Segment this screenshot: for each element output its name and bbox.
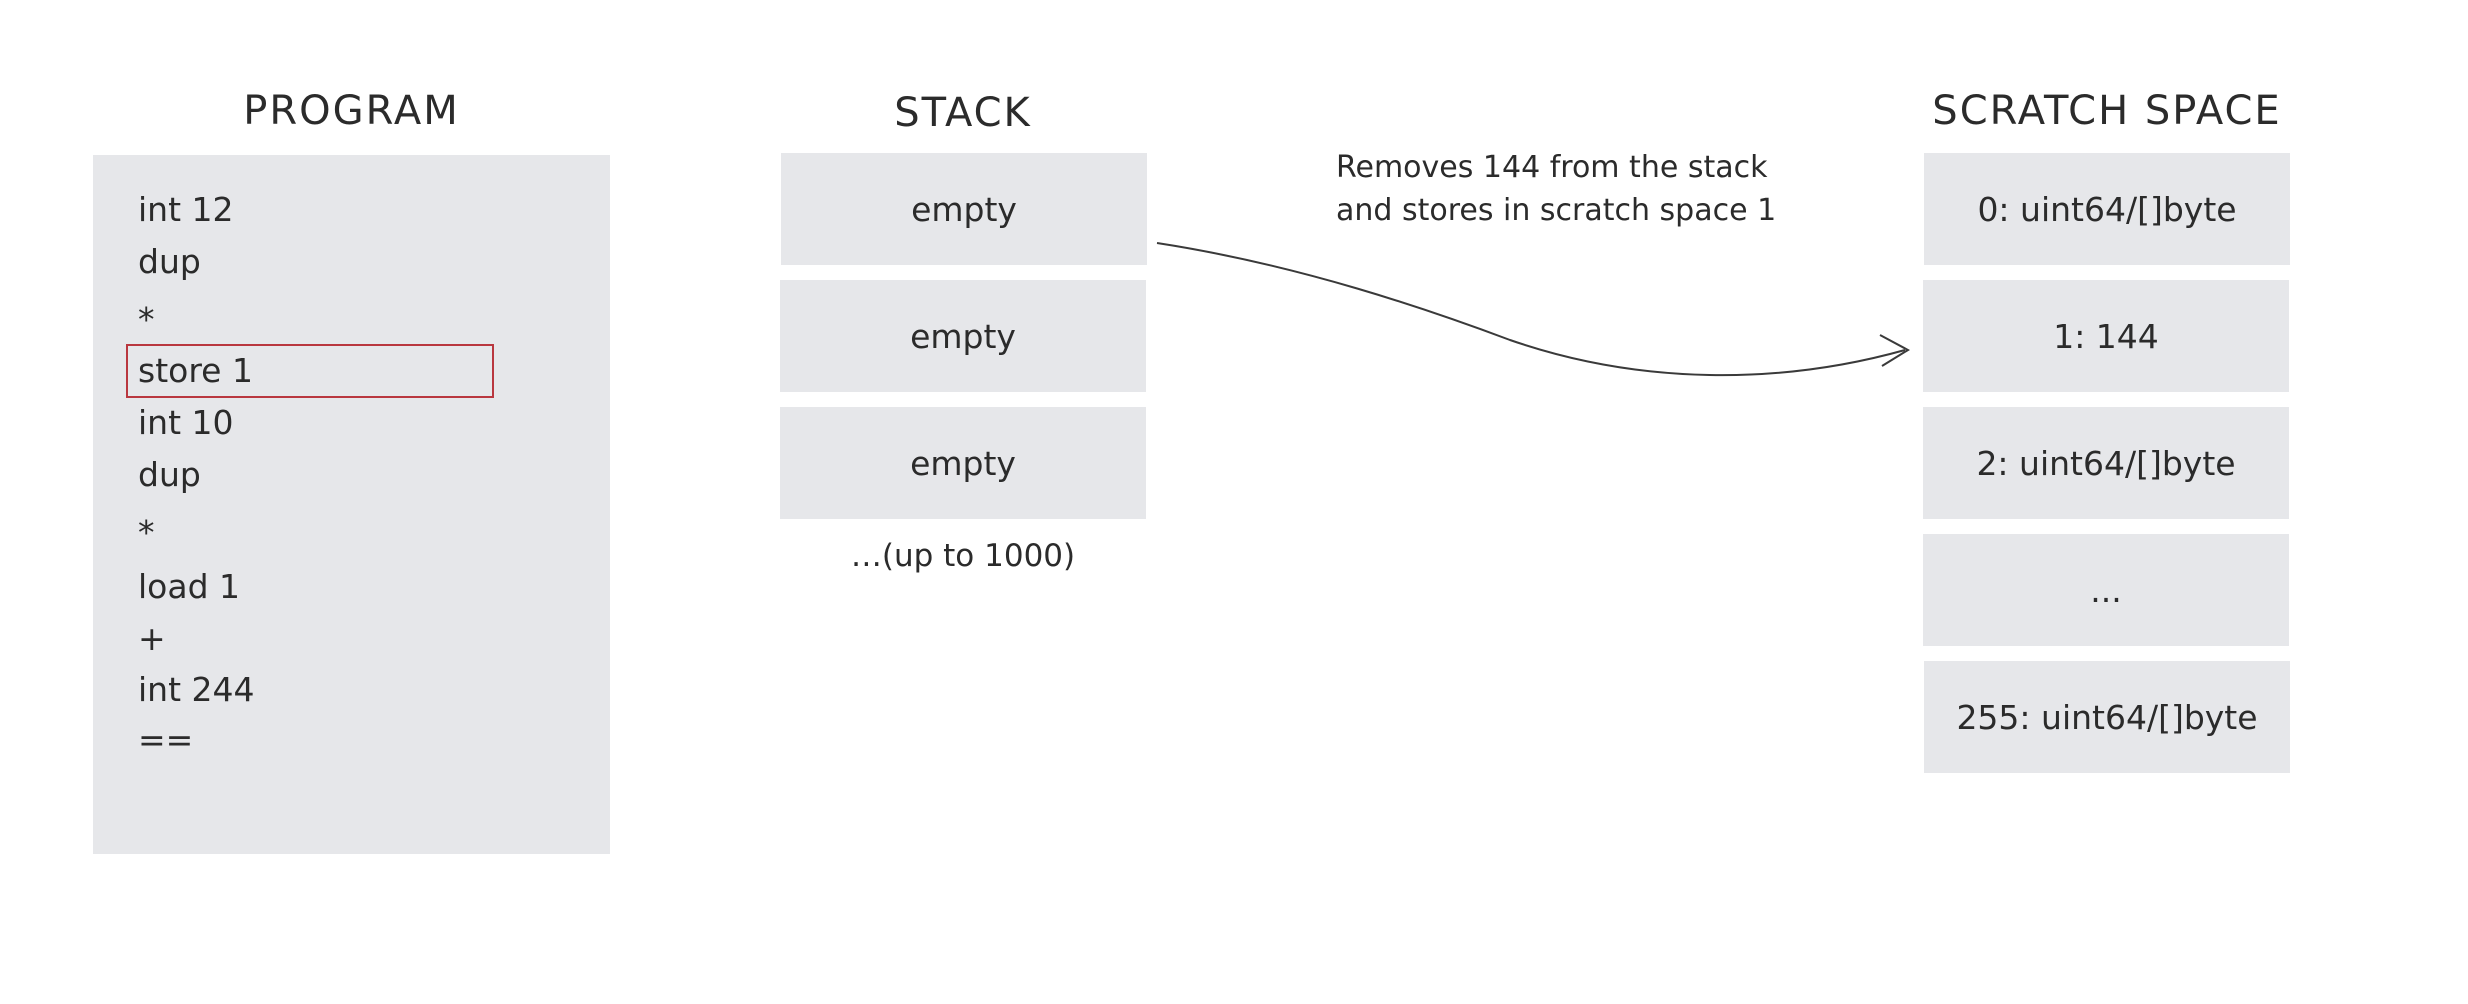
instruction: ==	[138, 720, 194, 759]
instruction: *	[138, 513, 155, 552]
stack-title: STACK	[894, 90, 1032, 136]
instruction: +	[138, 619, 166, 658]
program-title: PROGRAM	[243, 88, 460, 134]
instruction: dup	[138, 242, 201, 281]
instruction: int 244	[138, 670, 255, 709]
annotation-line-1: Removes 144 from the stack	[1336, 150, 1768, 185]
scratch-title: SCRATCH SPACE	[1932, 88, 2282, 134]
arrow-curve	[1156, 242, 1906, 377]
highlighted-instruction-box	[126, 344, 494, 398]
scratch-cell-ellipsis: ...	[1923, 534, 2289, 646]
instruction: *	[138, 300, 155, 339]
scratch-cell: 255: uint64/[]byte	[1924, 661, 2290, 773]
instruction-highlighted: store 1	[138, 351, 253, 390]
scratch-cell-stored: 1: 144	[1923, 280, 2289, 392]
store-annotation: Removes 144 from the stack and stores in…	[1336, 146, 1776, 232]
instruction: int 10	[138, 403, 234, 442]
scratch-cell: 0: uint64/[]byte	[1924, 153, 2290, 265]
instruction: load 1	[138, 567, 241, 606]
scratch-cell: 2: uint64/[]byte	[1923, 407, 2289, 519]
stack-cell: empty	[780, 407, 1146, 519]
annotation-line-2: and stores in scratch space 1	[1336, 193, 1777, 228]
arrow-head-icon	[1879, 334, 1911, 367]
instruction: dup	[138, 455, 201, 494]
stack-capacity-note: …(up to 1000)	[850, 538, 1076, 574]
instruction: int 12	[138, 190, 234, 229]
stack-cell: empty	[781, 153, 1147, 265]
program-panel: int 12 dup * store 1 int 10 dup * load 1…	[93, 155, 610, 854]
stack-cell: empty	[780, 280, 1146, 392]
